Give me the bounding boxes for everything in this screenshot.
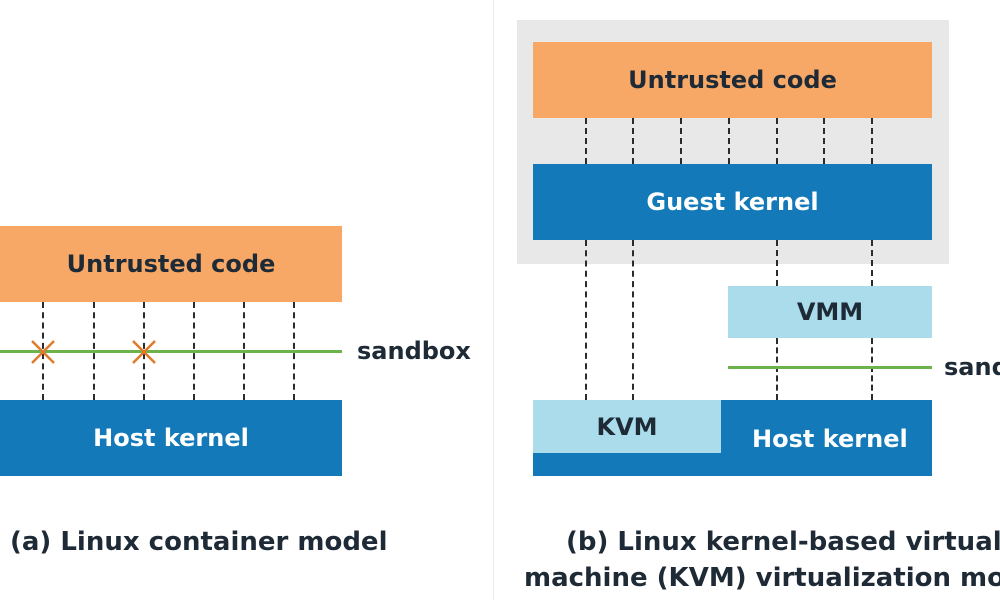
syscall-line [871,118,873,164]
host-kernel-label-b: Host kernel [752,425,908,453]
sandbox-line-b [728,366,932,369]
blocked-x-icon [132,340,156,364]
vmexit-line [776,240,778,286]
blocked-x-icon [31,340,55,364]
vmm-block: VMM [728,286,932,338]
caption-b-line1: (b) Linux kernel-based virtual [566,527,1000,557]
vmexit-line [871,240,873,286]
guest-kernel-block: Guest kernel [533,164,932,240]
vmm-syscall-line [871,338,873,400]
caption-a: (a) Linux container model [10,527,388,557]
untrusted-code-label-a: Untrusted code [66,250,276,278]
untrusted-code-block-b: Untrusted code [533,42,932,118]
panel-divider [493,0,494,600]
sandbox-label-a: sandbox [357,337,471,365]
syscall-line [823,118,825,164]
syscall-line [728,118,730,164]
syscall-line [776,118,778,164]
untrusted-code-block-a: Untrusted code [0,226,342,302]
caption-b-line2: machine (KVM) virtualization mo [524,563,1000,593]
host-kernel-block-a: Host kernel [0,400,342,476]
hypercall-line [632,240,634,400]
syscall-line [585,118,587,164]
host-kernel-label-a: Host kernel [93,424,249,452]
guest-kernel-label: Guest kernel [646,188,819,216]
hypercall-line [585,240,587,400]
vmm-syscall-line [776,338,778,400]
sandbox-label-b: sand [944,353,1000,381]
sandbox-line-a [0,350,342,353]
kvm-label: KVM [596,412,658,441]
untrusted-code-label-b: Untrusted code [628,66,837,94]
vmm-label: VMM [796,298,864,326]
kvm-block: KVM [533,400,721,453]
syscall-line [680,118,682,164]
syscall-line [632,118,634,164]
